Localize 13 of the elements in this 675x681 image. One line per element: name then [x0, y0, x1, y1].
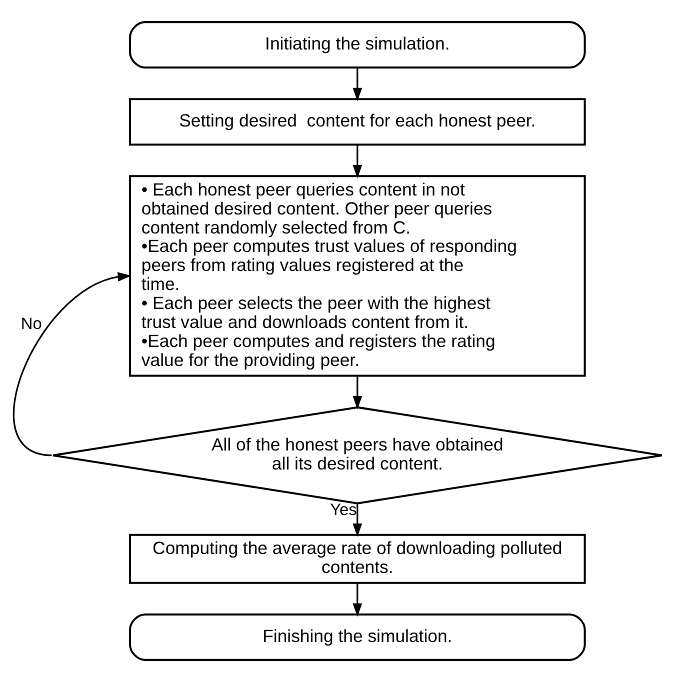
arrow: [352, 67, 362, 101]
node-box: Finishing the simulation.: [129, 612, 586, 660]
node-box: Computing the average rate of downloading polluted contents.: [129, 533, 586, 584]
arrow: [352, 582, 362, 616]
arrow: [12, 272, 132, 456]
node-box: • Each honest peer queries content in not obtained desired content. Other peer queries content randomly selected from C. •Each peer computes trust values of responding peers from rating values registered at the time. • Each peer selects the peer with the highest trust value and downloads content from it. •Each peer computes and registers the rating value for the providing peer.: [129, 174, 586, 376]
node-box: Setting desired content for each honest peer.: [129, 98, 586, 146]
arrow: [352, 375, 362, 409]
node-box: Initiating the simulation.: [129, 20, 586, 68]
arrow: [352, 144, 362, 178]
arrow: [352, 503, 362, 536]
edge-label: No: [20, 314, 42, 333]
node-diamond: All of the honest peers have obtained all its desired content.: [52, 406, 663, 504]
